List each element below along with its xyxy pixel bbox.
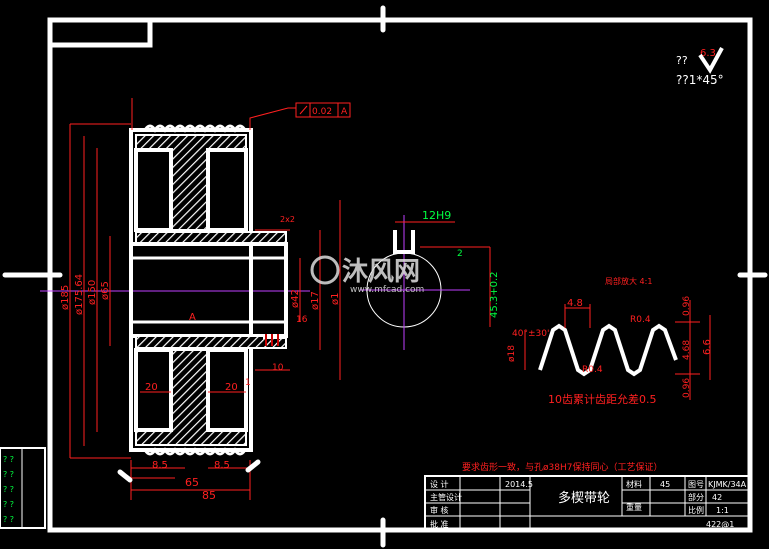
tolerance-datum: A	[341, 107, 348, 117]
centering-marks	[2, 5, 768, 548]
roughness-symbol-label: ??	[676, 54, 688, 67]
tb-part-name: 多楔带轮	[558, 490, 610, 506]
datum-label: A	[189, 312, 196, 323]
dim-d17564: ø175.64	[74, 274, 85, 315]
tb-date: 2014.5	[505, 480, 533, 489]
requirement-note: 要求齿形一致，与孔ø38H7保持同心（工艺保证）	[462, 461, 662, 473]
left-strip-text-1: ? ?	[3, 455, 14, 464]
dim-w65: 65	[185, 476, 199, 489]
title-block: 设 计 2014.5 主管设计 审 核 批 准 多楔带轮 材料 45 重量 图号…	[424, 475, 751, 531]
tb-drawing-no: 422@1	[706, 520, 734, 529]
tb-design-label: 设 计	[430, 479, 449, 489]
groove-h66: 6.6	[702, 339, 713, 355]
keyway-detail: 12H9 45.3+0.2 2	[360, 209, 500, 350]
groove-h468: 4.68	[682, 340, 692, 360]
dim-d17b: ø1	[330, 293, 341, 305]
dim-chamfer-2x2: 2x2	[280, 215, 295, 224]
groove-note: 10齿累计齿距允差0.5	[548, 392, 657, 406]
dim-w1: 1	[245, 378, 251, 388]
tb-chief-label: 主管设计	[430, 492, 462, 502]
groove-d185: ø18	[507, 345, 517, 362]
dim-d185: ø185	[60, 285, 71, 310]
left-strip-text-5: ? ?	[3, 515, 14, 524]
groove-pitch: 4.8	[567, 298, 583, 309]
left-strip-text-2: ? ?	[3, 470, 14, 479]
chamfer-note: ??1*45°	[676, 73, 724, 87]
groove-angle: 40°±30'	[512, 329, 549, 339]
dimension-texts: ø185 ø175.64 ø150 ø65 ø42 ø17 ø1 2x2 20 …	[60, 215, 341, 502]
tb-review-label: 审 核	[430, 505, 449, 515]
dim-d150: ø150	[87, 280, 98, 305]
tb-scale-label: 比例	[688, 505, 704, 515]
tb-material-label: 材料	[626, 479, 642, 489]
dim-d65: ø65	[100, 281, 111, 300]
groove-radius-top: R0.4	[630, 315, 651, 325]
groove-h096-top: 0.96	[682, 296, 692, 316]
bottom-marks	[117, 459, 261, 483]
dim-w85: 85	[202, 489, 216, 502]
dim-d17a: ø17	[310, 291, 321, 310]
left-strip-text-3: ? ?	[3, 485, 14, 494]
groove-title: 局部放大 4:1	[605, 276, 652, 286]
tb-weight-label: 重量	[626, 502, 642, 512]
tb-part-no-label: 部分	[688, 492, 704, 502]
dim-w20-right: 20	[225, 382, 238, 393]
dim-w85a: 8.5	[152, 460, 168, 471]
tolerance-value: 0.02	[312, 107, 332, 117]
groove-h096-bottom: 0.96	[682, 378, 692, 398]
tb-part-no: 42	[712, 493, 722, 502]
keyway-angle: 2	[457, 249, 463, 259]
watermark-url: www.mfcad.com	[350, 285, 424, 295]
tb-code: KJMK/34A	[708, 480, 747, 489]
dim-w20-left: 20	[145, 382, 158, 393]
tb-scale: 1:1	[716, 506, 729, 515]
roughness-check-icon	[698, 47, 724, 74]
tolerance-frame: 0.02 A	[249, 102, 351, 130]
tb-code-label: 图号	[688, 480, 704, 489]
left-strip: ? ? ? ? ? ? ? ? ? ?	[0, 447, 46, 529]
watermark-brand: 沐风网	[342, 257, 420, 287]
watermark: 沐风网 www.mfcad.com	[310, 255, 424, 295]
groove-radius-bottom: R0.4	[582, 365, 603, 375]
dim-d42: ø42	[290, 289, 301, 308]
dim-w85b: 8.5	[214, 460, 230, 471]
tb-material: 45	[660, 480, 670, 489]
dim-w10: 10	[272, 363, 284, 373]
left-strip-text-4: ? ?	[3, 500, 14, 509]
dimension-lines	[69, 98, 341, 500]
groove-detail: 局部放大 4:1 4.8 R0.4 R0.4 40°±30' ø18 0.96 …	[507, 276, 713, 406]
pulley-section	[40, 124, 310, 456]
groove-profile	[538, 323, 678, 377]
keyway-depth: 45.3+0.2	[489, 271, 500, 318]
tb-approve-label: 批 准	[430, 519, 449, 529]
keyway-label: 12H9	[422, 209, 451, 222]
roughness-value: 6.3	[700, 48, 716, 59]
dim-w16: 16	[296, 315, 308, 325]
roughness-note: ?? 6.3 ??1*45°	[676, 47, 724, 87]
